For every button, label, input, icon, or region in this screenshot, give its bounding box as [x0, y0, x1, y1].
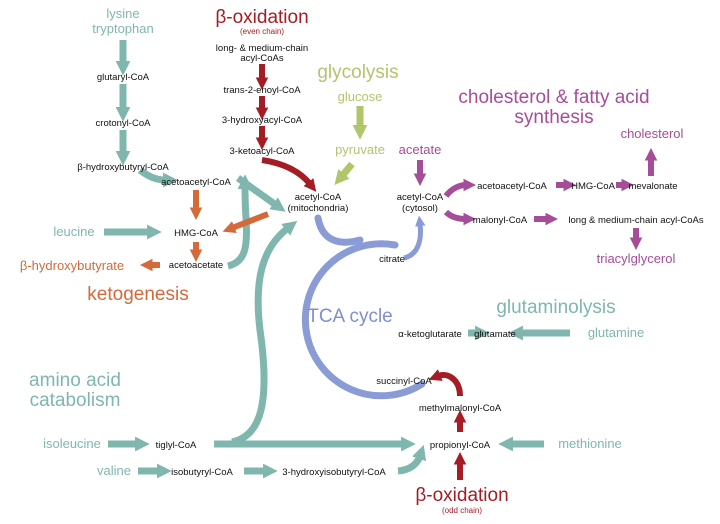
label-alpha-ketoglutarate: α-ketoglutarate: [398, 329, 462, 340]
label-acetyl-coa-cyto: acetyl-CoA: [397, 192, 444, 203]
cholesterol-synthesis-arrows: [413, 147, 658, 251]
arrow-hydroxyisobutyryl-propionyl: [397, 444, 427, 475]
title-cholesterol-line2: synthesis: [514, 107, 593, 128]
label-hydroxybutyryl-coa: β-hydroxybutyryl-CoA: [77, 162, 169, 173]
label-succinyl-coa: succinyl-CoA: [376, 376, 432, 387]
label-glutaryl-coa: glutaryl-CoA: [97, 72, 150, 83]
label-beta-hydroxybutyrate: β-hydroxybutyrate: [20, 258, 124, 273]
label-tiglyl-coa: tiglyl-CoA: [156, 440, 197, 451]
label-malonyl-coa: malonyl-CoA: [473, 215, 528, 226]
label-acetyl-coa-cyto-sub: (cytosol): [402, 203, 438, 214]
title-ketogenesis: ketogenesis: [87, 284, 188, 305]
beta-oxidation-arrows: [255, 64, 467, 480]
label-pyruvate: pyruvate: [335, 142, 385, 157]
arrow-acetyl-cyto-malonyl: [443, 209, 477, 226]
title-cholesterol-line1: cholesterol & fatty acid: [458, 87, 649, 108]
label-acetyl-coa-mito-sub: (mitochondria): [288, 203, 349, 214]
label-mevalonate: mevalonate: [628, 181, 677, 192]
label-methylmalonyl-coa: methylmalonyl-CoA: [419, 403, 502, 414]
title-amino-acid-line2: catabolism: [30, 390, 121, 411]
label-acetate: acetate: [399, 142, 442, 157]
arrow-acetyl-into-tca: [314, 214, 364, 246]
label-valine: valine: [97, 463, 131, 478]
arrow-acetoacetyl-to-acetyl: [235, 175, 286, 212]
arrow-acetyl-cyto-acetoacetyl: [443, 178, 477, 198]
label-hydroxyacyl-coa: 3-hydroxyacyl-CoA: [222, 115, 303, 126]
label-leucine: leucine: [53, 224, 94, 239]
arrow-methylmalonyl-succinyl: [428, 369, 463, 397]
label-ketoacyl-coa: 3-ketoacyl-CoA: [230, 146, 296, 157]
title-glutaminolysis: glutaminolysis: [496, 297, 615, 318]
label-propionyl-coa: propionyl-CoA: [430, 440, 491, 451]
glycolysis-arrows: [334, 106, 368, 186]
title-beta-oxidation-odd: β-oxidation: [415, 485, 508, 506]
amino-acid-arrows: [104, 40, 570, 479]
label-glutamate: glutamate: [474, 329, 516, 340]
arrow-pyruvate-acetyl: [334, 161, 355, 186]
label-trans-enoyl-coa: trans-2-enoyl-CoA: [223, 85, 301, 96]
label-hmg-coa-cyto: HMG-CoA: [571, 181, 615, 192]
label-crotonyl-coa: crotonyl-CoA: [96, 118, 152, 129]
title-glycolysis: glycolysis: [317, 62, 398, 83]
label-acyl-coas-line1: long- & medium-chain: [216, 43, 308, 54]
arrow-acetoacetate-to-acetoacetyl: [226, 174, 253, 270]
subtitle-even-chain: (even chain): [240, 27, 284, 36]
title-amino-acid-line1: amino acid: [29, 370, 121, 391]
title-beta-oxidation-even: β-oxidation: [215, 7, 308, 28]
arrow-acetyl-hmg: [222, 211, 270, 233]
label-methionine: methionine: [558, 436, 622, 451]
label-acyl-coas-line2: acyl-CoAs: [240, 53, 284, 64]
label-lysine: lysine: [106, 6, 139, 21]
label-isoleucine: isoleucine: [43, 436, 101, 451]
label-citrate: citrate: [379, 254, 405, 265]
ketogenesis-arrows: [139, 190, 270, 272]
label-acetyl-coa-mito: acetyl-CoA: [295, 192, 342, 203]
tca-cycle-ring: [301, 240, 426, 400]
arrow-hydroxybutyryl-acetoacetyl: [137, 167, 178, 188]
label-isobutyryl-coa: isobutyryl-CoA: [171, 467, 233, 478]
label-acetoacetate: acetoacetate: [169, 260, 223, 271]
arrow-citrate-to-cytosol: [403, 215, 426, 261]
label-hmg-coa-mito: HMG-CoA: [174, 228, 218, 239]
label-tryptophan: tryptophan: [92, 21, 153, 36]
label-acyl-coas-cyto: long & medium-chain acyl-CoAs: [568, 215, 703, 226]
label-triacylglycerol: triacylglycerol: [597, 251, 676, 266]
arrow-ketoacyl-acetyl: [261, 157, 317, 192]
title-tca-cycle: TCA cycle: [307, 306, 393, 327]
label-glucose: glucose: [338, 89, 383, 104]
label-acetoacetyl-coa-mito: acetoacetyl-CoA: [161, 177, 231, 188]
label-hydroxyisobutyryl-coa: 3-hydroxyisobutyryl-CoA: [282, 467, 386, 478]
arrow-catabolism-curve: [231, 220, 298, 446]
label-cholesterol: cholesterol: [621, 126, 684, 141]
subtitle-odd-chain: (odd chain): [442, 506, 482, 515]
label-acetoacetyl-coa-cyto: acetoacetyl-CoA: [477, 181, 547, 192]
label-glutamine: glutamine: [588, 325, 644, 340]
